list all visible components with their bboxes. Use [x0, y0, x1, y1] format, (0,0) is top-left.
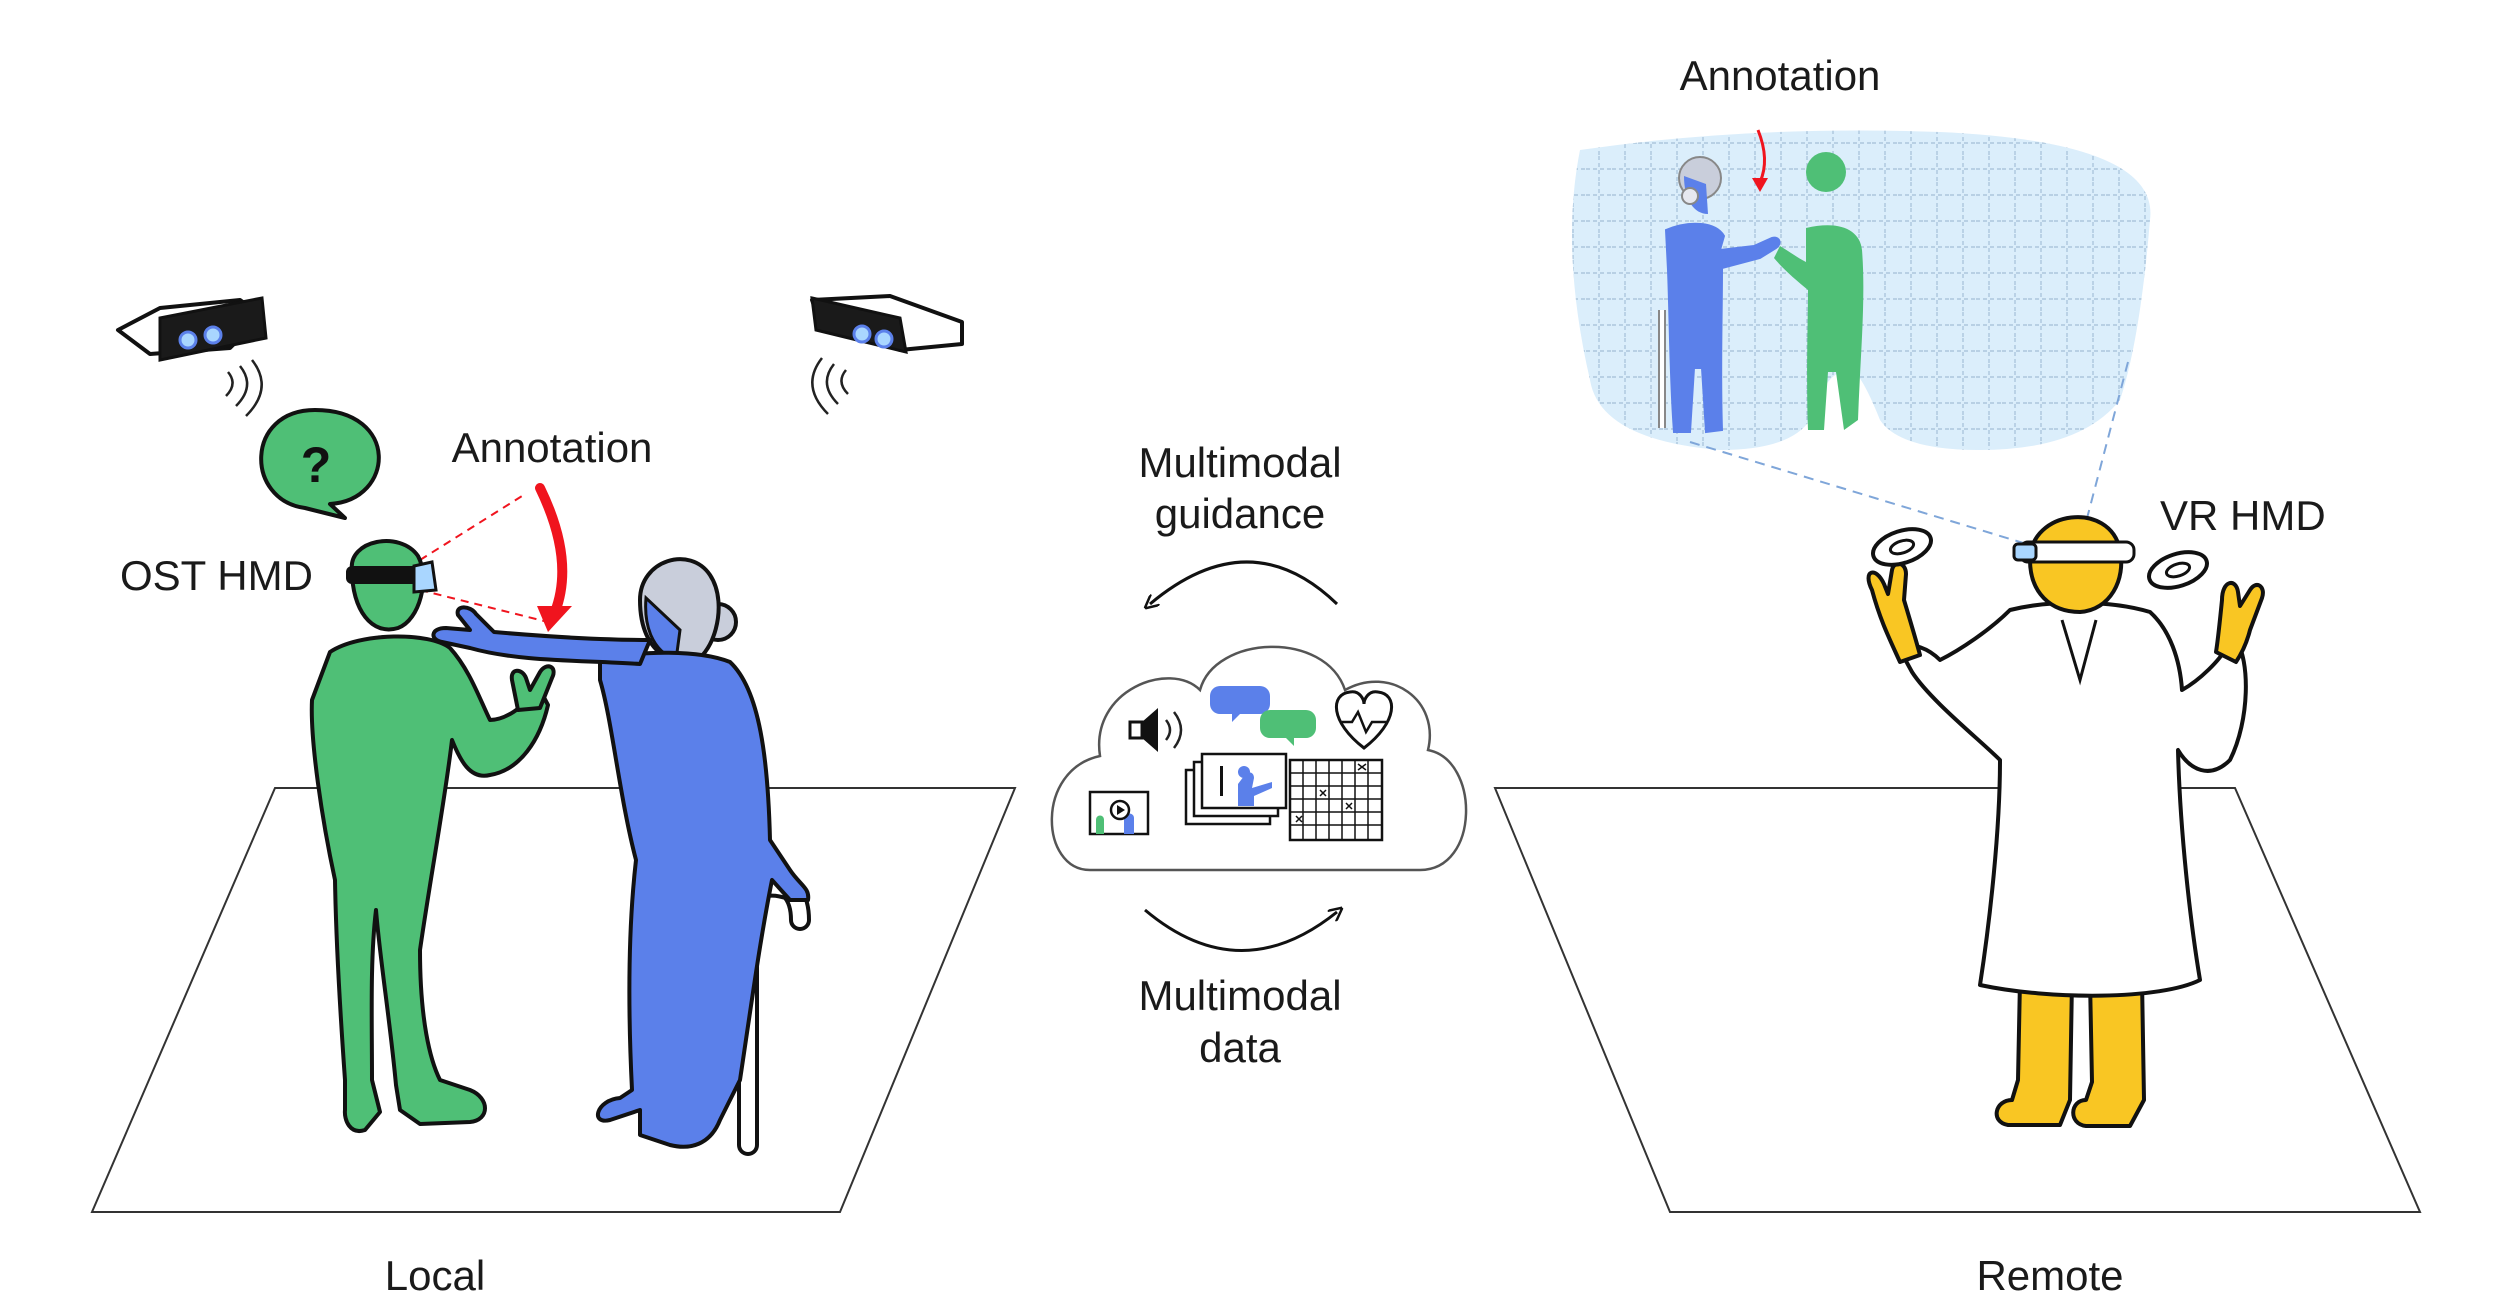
local-floor-plane [90, 787, 1017, 1213]
vr-controller-right-icon [2147, 550, 2209, 590]
annotation-label-remote: Annotation [1680, 52, 1881, 99]
remote-floor-plane [1493, 787, 2422, 1213]
vr-hmd-label: VR HMD [2160, 492, 2326, 539]
annotation-arrow-local [535, 483, 568, 617]
vr-view-panel [1572, 129, 2151, 450]
vr-view-line-right [2079, 361, 2129, 546]
annotation-label-local: Annotation [452, 424, 653, 471]
question-speech-bubble: ? [259, 408, 381, 520]
guidance-label-line1: Multimodal [1138, 439, 1341, 486]
video-frames-icon [1184, 752, 1288, 826]
data-label-line1: Multimodal [1138, 972, 1341, 1019]
remote-label: Remote [1976, 1252, 2123, 1299]
vr-controller-left-icon [1871, 527, 1933, 567]
data-arrow [1144, 910, 1337, 952]
chat-bubble-green-icon [1260, 710, 1316, 746]
speaker-icon [1128, 708, 1183, 752]
guidance-label-line2: guidance [1155, 490, 1325, 537]
heart-rate-icon [1334, 690, 1394, 750]
elderly-patient-figure [431, 557, 811, 1149]
guidance-arrow [1150, 560, 1339, 604]
vr-view-line-left [1689, 441, 2031, 546]
ost-hmd-label: OST HMD [120, 552, 313, 599]
annotation-sightline-top [419, 495, 523, 561]
cloud-data-icon [1050, 645, 1468, 872]
chat-bubble-blue-icon [1210, 686, 1270, 722]
question-mark: ? [301, 437, 332, 493]
annotation-arrowhead-local [537, 606, 572, 632]
video-player-icon [1088, 790, 1150, 836]
local-caregiver-figure [309, 539, 556, 1133]
depth-camera-right-icon [810, 294, 964, 415]
data-label-line2: data [1199, 1024, 1281, 1071]
depth-camera-left-icon [116, 296, 268, 417]
remote-expert-figure [1866, 515, 2265, 1128]
annotation-sightline-bottom [419, 589, 549, 623]
local-label: Local [385, 1252, 485, 1299]
checklist-table-icon [1288, 758, 1384, 842]
ost-hmd-device-icon [346, 566, 426, 584]
